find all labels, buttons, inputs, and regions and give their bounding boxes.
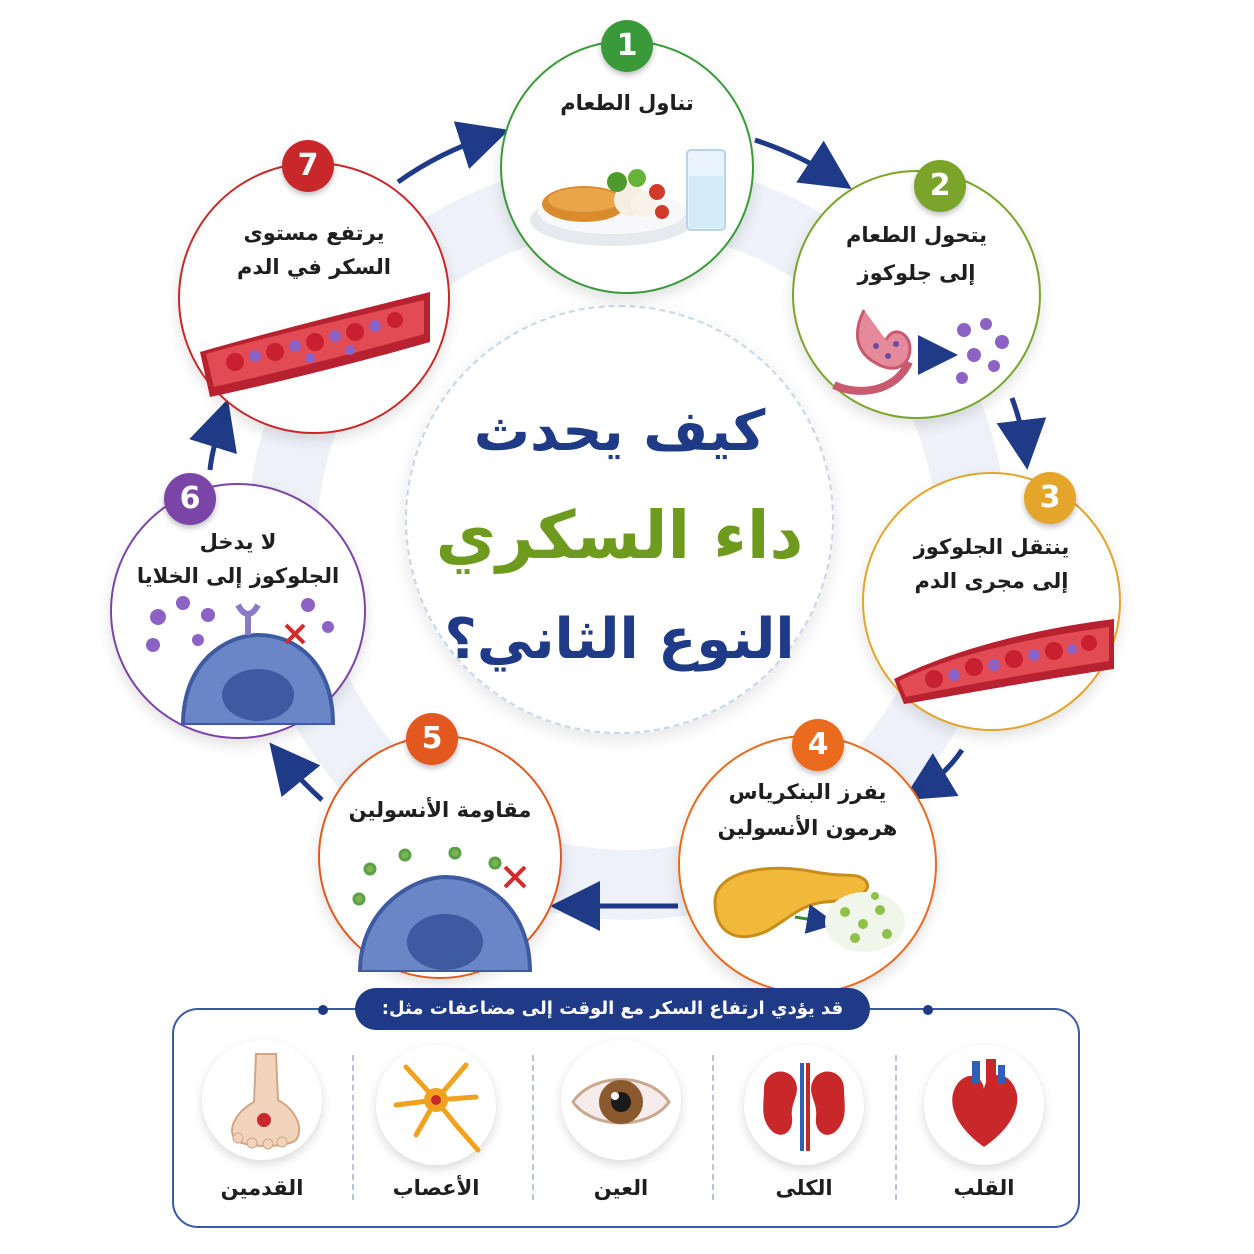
complication-feet [202, 1040, 322, 1160]
title-line-2: داء السكري [435, 497, 804, 574]
step-1-label: تناول الطعام [560, 91, 694, 115]
stomach-icon [832, 309, 1009, 395]
step-1: تناول الطعام 1 [500, 20, 754, 294]
heart-icon [952, 1059, 1018, 1147]
step-4-label-line1: يفرز البنكرياس [728, 780, 887, 804]
blood-vessel-icon [200, 292, 430, 397]
step-1-badge: 1 [601, 20, 653, 72]
neuron-icon [393, 1062, 481, 1153]
step-6-label-line2: الجلوكوز إلى الخلايا [136, 564, 340, 588]
kidneys-icon [763, 1063, 845, 1151]
complications-banner: قد يؤدي ارتفاع السكر مع الوقت إلى مضاعفا… [355, 988, 870, 1030]
step-6: لا يدخل الجلوكوز إلى الخلايا 6 [110, 473, 366, 739]
complication-label-feet: القدمين [220, 1176, 304, 1200]
complication-kidneys [744, 1045, 864, 1165]
step-2: يتحول الطعام إلى جلوكوز 2 [792, 160, 1041, 419]
step-6-badge: 6 [164, 473, 216, 525]
cell-receptor-icon [352, 847, 533, 972]
complication-label-heart: القلب [953, 1176, 1015, 1200]
step-6-label-line1: لا يدخل [199, 530, 277, 554]
step-3-label-line2: إلى مجرى الدم [914, 569, 1069, 593]
step-3-label-line1: ينتقل الجلوكوز [913, 535, 1070, 559]
complication-label-eye: العين [593, 1176, 649, 1200]
banner-dot-right [923, 1005, 933, 1015]
complication-heart [924, 1045, 1044, 1165]
pancreas-icon [713, 866, 905, 952]
blood-vessel-icon [894, 619, 1114, 704]
complication-eye [561, 1040, 681, 1160]
food-plate-icon [530, 149, 726, 246]
title-line-3: النوع الثاني؟ [444, 607, 795, 672]
eye-icon [571, 1078, 671, 1125]
step-7-badge: 7 [282, 140, 334, 192]
cell-blocked-icon [146, 596, 336, 725]
step-2-label-line1: يتحول الطعام [846, 223, 987, 247]
step-4-label-line2: هرمون الأنسولين [717, 816, 898, 840]
cycle-arrows [189, 121, 1047, 931]
complication-nerves [376, 1045, 496, 1165]
step-4: يفرز البنكرياس هرمون الأنسولين 4 [678, 719, 937, 994]
step-2-badge: 2 [914, 160, 966, 212]
step-5: مقاومة الأنسولين 5 [318, 713, 562, 979]
divider [352, 1055, 354, 1200]
step-5-label: مقاومة الأنسولين [348, 798, 532, 822]
step-7-label-line2: السكر في الدم [237, 255, 391, 279]
divider [532, 1055, 534, 1200]
step-4-badge: 4 [792, 719, 844, 771]
step-5-badge: 5 [406, 713, 458, 765]
step-3: ينتقل الجلوكوز إلى مجرى الدم 3 [862, 472, 1121, 731]
step-7-label-line1: يرتفع مستوى [243, 221, 385, 245]
step-2-label-line2: إلى جلوكوز [857, 261, 976, 285]
center-circle: كيف يحدث داء السكري النوع الثاني؟ [405, 305, 834, 734]
complication-label-kidneys: الكلى [775, 1176, 833, 1200]
divider [895, 1055, 897, 1200]
step-7: يرتفع مستوى السكر في الدم 7 [178, 140, 450, 434]
complication-label-nerves: الأعصاب [392, 1176, 480, 1200]
banner-dot-left [318, 1005, 328, 1015]
title-line-1: كيف يحدث [473, 399, 766, 464]
divider [712, 1055, 714, 1200]
step-3-badge: 3 [1024, 472, 1076, 524]
foot-icon [231, 1053, 301, 1150]
